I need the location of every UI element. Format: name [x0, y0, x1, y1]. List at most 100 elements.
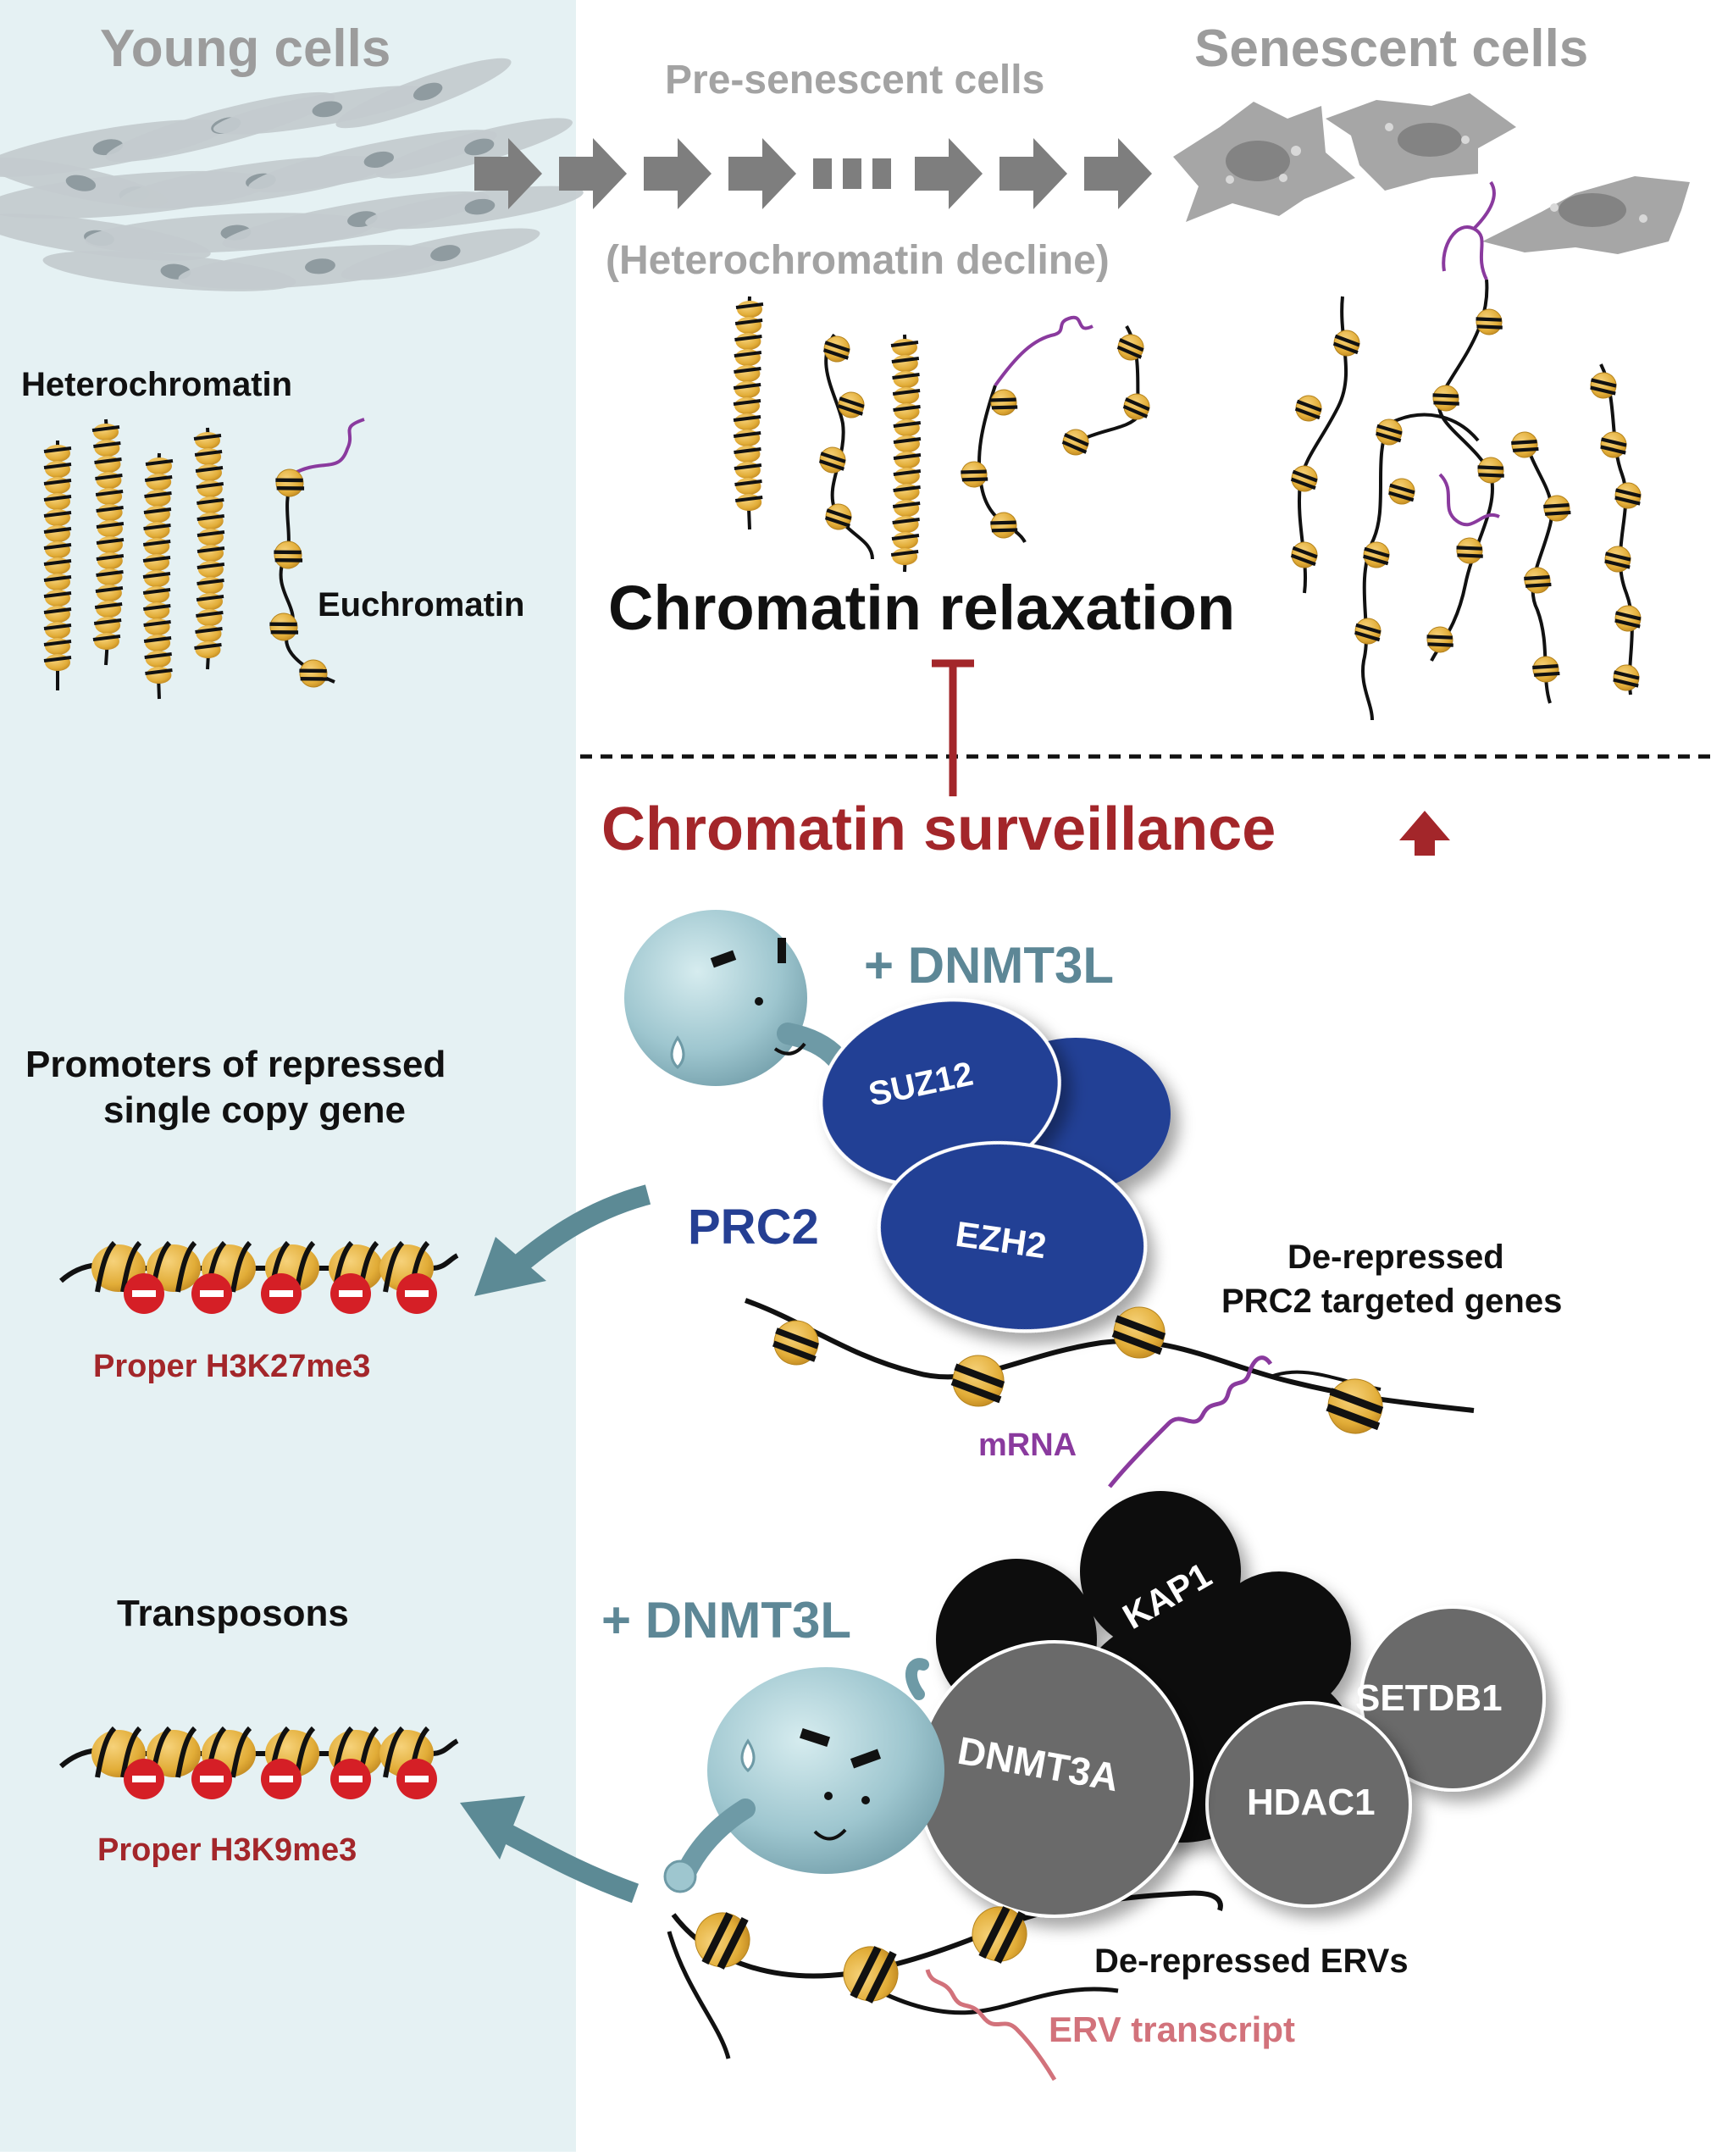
nucleosome-icon	[299, 659, 329, 688]
mrna-label: mRNA	[978, 1427, 1077, 1463]
nucleosome-icon	[269, 612, 299, 641]
transposons-heading: Transposons	[117, 1593, 349, 1634]
de-repressed-label: De-repressed	[1287, 1239, 1504, 1276]
senescent-cells-label: Senescent cells	[1194, 19, 1589, 78]
setdb1-label: SETDB1	[1355, 1677, 1503, 1719]
nucleosome-icon	[1456, 537, 1483, 564]
nucleosome-icon	[1614, 605, 1642, 632]
inhibition-arrow	[932, 659, 974, 796]
kap1-pathway	[663, 1491, 1546, 2081]
nucleosome-icon	[822, 335, 850, 363]
nucleosome-icon	[1061, 429, 1089, 456]
nucleosome-icon	[1290, 541, 1318, 568]
nucleosome-icon	[772, 1320, 819, 1366]
nucleosome-icon	[1326, 1378, 1384, 1434]
mrna-strand	[1108, 1355, 1273, 1488]
dnmt3l-label-prc2: + DNMT3L	[864, 937, 1115, 994]
young-cells-label: Young cells	[100, 19, 391, 78]
promoters-heading-line2: single copy gene	[103, 1089, 406, 1131]
chromatin-surveillance-label: Chromatin surveillance	[601, 795, 1276, 863]
nucleosome-icon	[1426, 626, 1453, 653]
de-repressed-ervs-label: De-repressed ERVs	[1094, 1943, 1409, 1980]
h3k9me3-label: Proper H3K9me3	[97, 1832, 357, 1868]
repressed-nucleosome-arrays	[59, 1240, 459, 1799]
nucleosome-icon	[950, 1355, 1005, 1407]
progression-arrow-icon	[999, 138, 1067, 209]
progression-arrows	[474, 138, 1152, 209]
erv-transcript-strand	[925, 1969, 1057, 2081]
arrow-head-icon	[474, 1237, 546, 1296]
nucleosome-icon	[843, 1946, 899, 2004]
nucleosome-icon	[1116, 334, 1144, 361]
prc2-targeted-genes-label: PRC2 targeted genes	[1221, 1283, 1563, 1320]
heterochromatin-label: Heterochromatin	[21, 366, 293, 403]
prc2-target-nucleosomes	[772, 1306, 1384, 1434]
nucleosome-icon	[1590, 372, 1617, 399]
nucleosome-icon	[972, 1906, 1027, 1964]
progression-arrow-icon	[915, 138, 983, 209]
nucleosome-icon	[1543, 495, 1571, 522]
up-arrow-icon	[1399, 811, 1450, 856]
nucleosome-icon	[1294, 395, 1322, 422]
h3k27me3-label: Proper H3K27me3	[93, 1349, 371, 1384]
chromatin-relaxation-label: Chromatin relaxation	[608, 573, 1236, 643]
fibroblast-cell-icon	[335, 58, 512, 129]
repression-minus-icon	[396, 1759, 437, 1799]
nucleosome-icon	[1332, 330, 1360, 357]
nucleosome-icon	[1532, 656, 1560, 683]
dnmt3l-character-icon	[624, 910, 860, 1112]
progression-arrow-icon	[728, 138, 796, 209]
nucleosome-icon	[274, 540, 303, 569]
nucleosome-icon	[1476, 308, 1503, 335]
nucleosome-icon	[990, 512, 1018, 539]
repression-minus-icon	[191, 1273, 232, 1314]
dnmt3l-character-icon	[663, 1658, 944, 1893]
prc2-label: PRC2	[688, 1200, 819, 1255]
euchromatin-label: Euchromatin	[318, 586, 525, 624]
nucleosome-icon	[1376, 418, 1403, 446]
heterochromatin-decline-note: (Heterochromatin decline)	[606, 238, 1110, 283]
nucleosome-icon	[1600, 431, 1627, 458]
nucleosome-icon	[1290, 465, 1318, 492]
progression-arrow-icon	[644, 138, 712, 209]
chromatin-fibres	[43, 180, 1642, 721]
fibroblast-cell-icon	[341, 228, 540, 280]
repression-minus-icon	[124, 1273, 164, 1314]
erv-nucleosomes	[695, 1906, 1027, 2004]
hdac1-protein	[1205, 1701, 1412, 1908]
progression-arrow-icon	[559, 138, 627, 209]
fibroblast-cell-icon	[365, 186, 584, 230]
setdb1-protein	[1359, 1605, 1546, 1792]
nucleosome-icon	[1363, 541, 1390, 568]
repression-minus-icon	[261, 1273, 302, 1314]
prc2-pathway	[624, 910, 1475, 1488]
nucleosome-icon	[990, 389, 1018, 416]
nucleosome-icon	[837, 391, 865, 418]
nucleosome-icon	[1613, 664, 1640, 691]
hdac1-label: HDAC1	[1247, 1782, 1376, 1823]
repression-minus-icon	[396, 1273, 437, 1314]
arrow-to-promoters	[510, 1184, 651, 1275]
nucleosome-icon	[824, 503, 852, 530]
nucleosome-icon	[1111, 1306, 1166, 1359]
nucleosome-icon	[818, 446, 846, 474]
nucleosome-icon	[1354, 618, 1381, 645]
repression-minus-icon	[191, 1759, 232, 1799]
nucleosome-icon	[1432, 385, 1459, 412]
repression-minus-icon	[330, 1759, 371, 1799]
arrow-head-icon	[460, 1796, 525, 1859]
nucleosome-icon	[961, 461, 988, 488]
nucleosome-icon	[1388, 478, 1415, 505]
fibroblast-cell-icon	[0, 158, 168, 207]
repression-minus-icon	[330, 1273, 371, 1314]
nucleosome-icon	[1524, 567, 1552, 594]
dnmt3l-label-kap1: + DNMT3L	[601, 1592, 852, 1649]
senescent-cells-group	[1173, 93, 1690, 254]
repression-minus-icon	[124, 1759, 164, 1799]
ezh2-protein	[877, 1140, 1148, 1333]
progression-arrow-icon	[474, 138, 542, 209]
nucleosome-icon	[1122, 393, 1150, 420]
nucleosome-icon	[695, 1912, 750, 1970]
